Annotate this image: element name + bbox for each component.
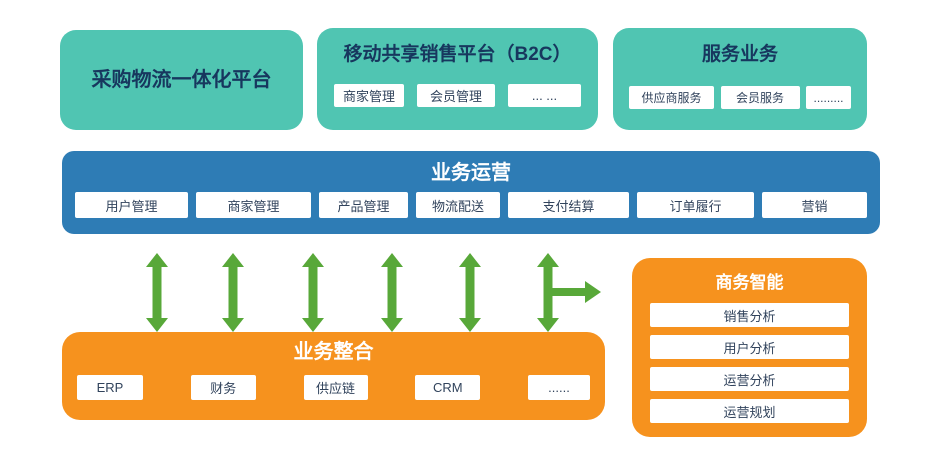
- module-ellipsis: .........: [806, 86, 851, 109]
- double-arrow-icon: [537, 253, 559, 332]
- integration-modules: ERP 财务 供应链 CRM ......: [77, 375, 590, 400]
- orange-box-integration: 业务整合 ERP 财务 供应链 CRM ......: [62, 332, 605, 420]
- module-order-fulfillment: 订单履行: [637, 192, 754, 218]
- services-modules: 供应商服务 会员服务 .........: [629, 86, 851, 109]
- module-operations-planning: 运营规划: [650, 399, 849, 423]
- module-logistics-delivery: 物流配送: [416, 192, 500, 218]
- orange-box-intelligence: 商务智能 销售分析 用户分析 运营分析 运营规划: [632, 258, 867, 437]
- teal-box-services: 服务业务 供应商服务 会员服务 .........: [613, 28, 867, 130]
- module-merchant-mgmt: 商家管理: [196, 192, 311, 218]
- module-user-mgmt: 用户管理: [75, 192, 188, 218]
- double-arrow-icon: [146, 253, 168, 332]
- operations-title: 业务运营: [431, 162, 511, 184]
- blue-box-operations: 业务运营 用户管理 商家管理 产品管理 物流配送 支付结算 订单履行 营销: [62, 151, 880, 234]
- module-crm: CRM: [415, 375, 481, 400]
- module-ellipsis: ......: [528, 375, 590, 400]
- double-arrow-icon: [381, 253, 403, 332]
- procurement-title: 采购物流一体化平台: [91, 69, 272, 91]
- integration-title: 业务整合: [293, 341, 374, 363]
- b2c-platform-title: 移动共享销售平台（B2C）: [343, 44, 572, 65]
- operations-modules: 用户管理 商家管理 产品管理 物流配送 支付结算 订单履行 营销: [75, 192, 867, 218]
- services-title: 服务业务: [701, 44, 778, 65]
- double-arrow-icon: [459, 253, 481, 332]
- b2c-modules: 商家管理 会员管理 ... ...: [334, 84, 581, 107]
- module-user-analysis: 用户分析: [650, 335, 849, 359]
- double-arrow-icon: [222, 253, 244, 332]
- module-supply-chain: 供应链: [303, 375, 368, 400]
- module-ellipsis: ... ...: [508, 84, 581, 107]
- module-supplier-service: 供应商服务: [629, 86, 714, 109]
- module-finance: 财务: [190, 375, 256, 400]
- intelligence-modules: 销售分析 用户分析 运营分析 运营规划: [650, 303, 849, 423]
- module-member-service: 会员服务: [720, 86, 800, 109]
- module-merchant-mgmt: 商家管理: [334, 84, 404, 107]
- intelligence-title: 商务智能: [715, 273, 784, 292]
- teal-box-procurement: 采购物流一体化平台: [60, 30, 303, 130]
- module-marketing: 营销: [762, 192, 867, 218]
- module-product-mgmt: 产品管理: [319, 192, 408, 218]
- module-payment-settlement: 支付结算: [508, 192, 629, 218]
- double-arrow-icon: [302, 253, 324, 332]
- teal-box-b2c-platform: 移动共享销售平台（B2C） 商家管理 会员管理 ... ...: [317, 28, 598, 130]
- module-erp: ERP: [77, 375, 143, 400]
- module-member-mgmt: 会员管理: [417, 84, 495, 107]
- module-sales-analysis: 销售分析: [650, 303, 849, 327]
- branch-right-arrow-icon: [551, 281, 601, 303]
- module-operations-analysis: 运营分析: [650, 367, 849, 391]
